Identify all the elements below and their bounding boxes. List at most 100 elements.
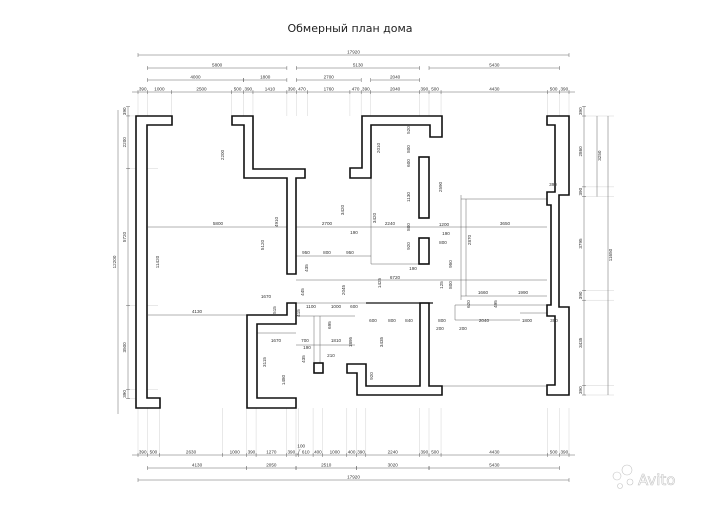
dim-label: 1660 [478, 290, 489, 295]
dim-label: 390 [244, 87, 252, 92]
dim-label: 2860 [578, 146, 583, 157]
dim-label: 100 [297, 444, 305, 449]
dim-label: 200 [459, 326, 467, 331]
dim-label: 12200 [112, 255, 117, 268]
dim-label: 400 [314, 450, 322, 455]
dim-label: 4430 [489, 87, 500, 92]
dim-label: 1800 [522, 318, 533, 323]
dim-label: 500 [150, 450, 158, 455]
dim-label: 800 [448, 281, 453, 289]
dim-label: 400 [348, 450, 356, 455]
dim-label: 1895 [348, 336, 353, 347]
dim-label: 3435 [379, 336, 384, 347]
dim-label: 1760 [324, 87, 335, 92]
dim-label: 2700 [324, 75, 335, 80]
dim-label: 3435 [578, 337, 583, 348]
dim-label: 390 [560, 87, 568, 92]
dim-label: 1425 [377, 277, 382, 288]
dim-label: 1270 [266, 450, 277, 455]
dim-label: 4130 [192, 309, 203, 314]
dim-label: 1480 [281, 374, 286, 385]
dim-label: 1670 [271, 338, 282, 343]
dim-label: 495 [493, 300, 498, 308]
dim-label: 5720 [122, 231, 127, 242]
dim-label: 920 [369, 372, 374, 380]
dim-label: 1810 [331, 338, 342, 343]
dim-label: 390 [287, 450, 295, 455]
dim-label: 11650 [608, 248, 613, 261]
wall-column-upper [418, 156, 430, 219]
dim-label: 390 [122, 390, 127, 398]
dim-label: 3250 [597, 150, 602, 161]
dim-label: 1200 [439, 222, 450, 227]
dim-label: 1800 [260, 75, 271, 80]
dim-label: 500 [431, 87, 439, 92]
dim-label: 3650 [500, 221, 511, 226]
dim-label: 390 [248, 450, 256, 455]
dim-label: 3795 [578, 238, 583, 249]
dim-label: 390 [122, 107, 127, 115]
dim-label: 4430 [489, 450, 500, 455]
dim-label: 2500 [196, 87, 207, 92]
dim-label: 1000 [331, 304, 342, 309]
interior-dimension-labels: 5800 4130 11420 2200 4910 5120 1670 515 … [155, 126, 558, 385]
avito-watermark: Avito [612, 464, 676, 489]
dim-label: 1000 [330, 450, 341, 455]
dim-label: 3420 [340, 204, 345, 215]
dim-label: 4910 [274, 216, 279, 227]
dim-label: 5800 [213, 221, 224, 226]
logo-dot-icon [612, 471, 622, 481]
dim-label: 5120 [260, 239, 265, 250]
dim-label: 800 [406, 223, 411, 231]
dim-label: 415 [296, 309, 301, 317]
dim-label: 920 [406, 242, 411, 250]
dim-label: 800 [388, 318, 396, 323]
wall-right [546, 115, 570, 396]
interior-dimension-lines [148, 178, 547, 387]
wall-left [135, 115, 173, 409]
dim-label: 390 [578, 386, 583, 394]
dim-label: 1000 [230, 450, 241, 455]
dim-label: 610 [302, 450, 310, 455]
wall-upper-left-partition [231, 115, 306, 275]
dim-label: 190 [350, 230, 358, 235]
dim-label: 2630 [186, 450, 197, 455]
dim-label: 1000 [154, 87, 165, 92]
dim-label: 950 [302, 250, 310, 255]
dim-label: 1670 [261, 294, 272, 299]
dim-label: 17920 [347, 50, 360, 55]
dim-label: 500 [550, 87, 558, 92]
dim-label: 5430 [489, 463, 500, 468]
walls [135, 115, 570, 409]
dim-label: 390 [420, 87, 428, 92]
dim-label: 2200 [220, 149, 225, 160]
dim-label: 2870 [467, 234, 472, 245]
dim-label: 1410 [265, 87, 276, 92]
dim-label: 5430 [489, 63, 500, 68]
dim-label: 470 [298, 87, 306, 92]
dim-label: 800 [323, 250, 331, 255]
dim-label: 390 [362, 87, 370, 92]
dim-label: 3115 [262, 357, 267, 367]
dim-label: 1990 [518, 290, 529, 295]
dim-label: 2510 [321, 463, 332, 468]
wall-upper-center [349, 115, 443, 179]
wall-lower-center [346, 302, 443, 396]
dim-label: 950 [346, 250, 354, 255]
dim-label: 5130 [353, 63, 364, 68]
watermark-text: Avito [638, 471, 676, 489]
dim-label: 1130 [406, 192, 411, 202]
dim-label: 2040 [390, 75, 401, 80]
dimension-leader [297, 448, 301, 456]
dim-label: 190 [303, 345, 311, 350]
dim-label: 2200 [122, 137, 127, 148]
dim-label: 445 [300, 288, 305, 296]
dim-label: 390 [420, 450, 428, 455]
dim-label: 390 [578, 107, 583, 115]
logo-dot-icon [621, 464, 633, 476]
dim-label: 11420 [155, 255, 160, 268]
dim-label: 390 [578, 187, 583, 195]
dim-label: 2045 [341, 284, 346, 295]
dim-label: 2240 [388, 450, 399, 455]
